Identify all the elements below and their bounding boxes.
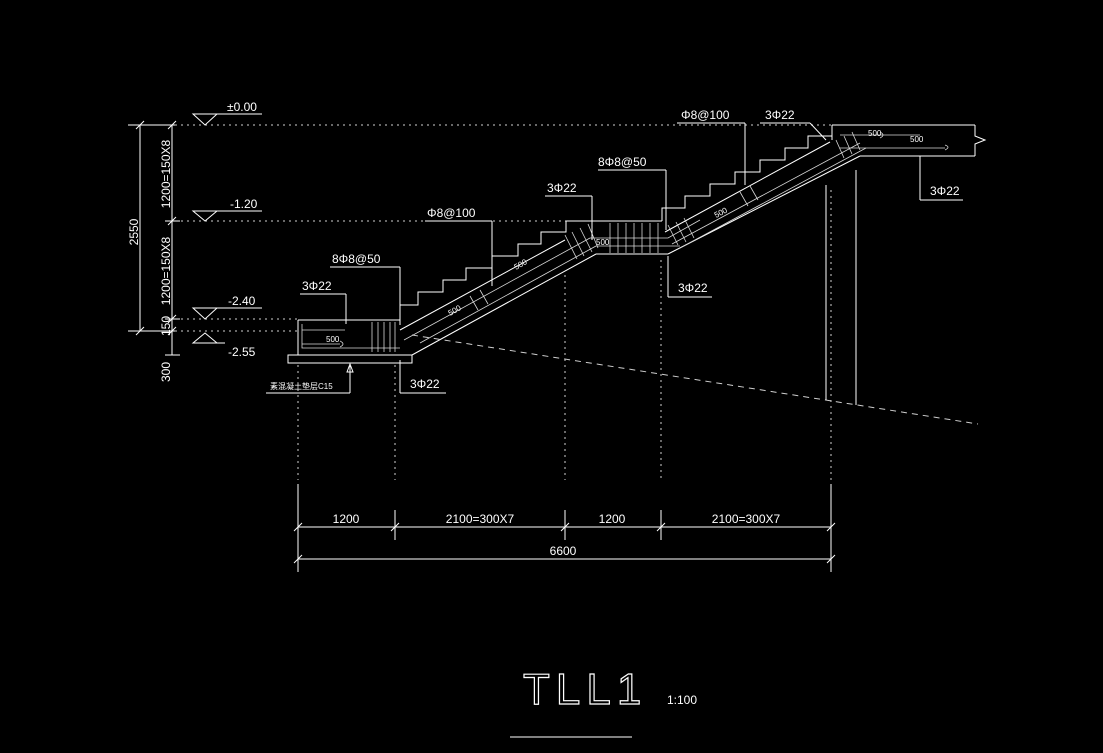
- callout-mid-stirrup-dense: 8Φ8@50: [598, 155, 647, 169]
- dim-lower-flight-run: 2100=300X7: [446, 512, 515, 526]
- elevation-0: ±0.00: [227, 100, 257, 114]
- drawing-title-block: TLL1 1:100: [510, 664, 697, 738]
- elevation-3: -2.55: [228, 345, 256, 359]
- foundation-note-text: 素混凝土垫层C15: [270, 381, 333, 391]
- foundation-note: 素混凝土垫层C15: [266, 362, 354, 394]
- vertical-dimensions: 2550 1200=150X8 1200=150X8 150 300: [127, 120, 180, 382]
- extension-lines: [297, 190, 832, 480]
- dim-mid-landing: 1200: [599, 512, 626, 526]
- dim-total-height: 2550: [127, 218, 141, 245]
- dim-foundation-depth: 300: [159, 362, 173, 382]
- callout-mid-bar: 3Φ22: [547, 181, 577, 195]
- support-lines: [825, 170, 857, 405]
- callout-top-right-stirrup: Φ8@100: [681, 108, 730, 122]
- stair-structure: [287, 124, 987, 364]
- foundation-pad: [287, 354, 413, 364]
- anchor-length-5: 500: [713, 205, 729, 219]
- anchor-length-6: 500: [868, 129, 882, 138]
- rebar-callouts: Φ8@100 3Φ22 3Φ22 8Φ8@50 3Φ22 Φ8@100 3Φ22…: [300, 108, 963, 394]
- ground-line: [411, 334, 979, 425]
- callout-mid-stirrup: Φ8@100: [427, 206, 476, 220]
- anchor-length-3: 500: [513, 257, 530, 272]
- callout-left-bar: 3Φ22: [302, 279, 332, 293]
- dim-lower-flight: 1200=150X8: [159, 236, 173, 305]
- callout-left-lower-bar: 3Φ22: [410, 377, 440, 391]
- anchor-length-1: 500: [326, 335, 340, 344]
- dim-total-length: 6600: [550, 544, 577, 558]
- dim-landing-drop: 150: [159, 316, 173, 336]
- drawing-scale: 1:100: [667, 693, 697, 707]
- callout-right-lower-bar: 3Φ22: [930, 184, 960, 198]
- dim-upper-flight: 1200=150X8: [159, 139, 173, 208]
- callout-left-stirrup-dense: 8Φ8@50: [332, 252, 381, 266]
- dim-upper-flight-run: 2100=300X7: [712, 512, 781, 526]
- anchor-length-2: 500: [447, 303, 464, 318]
- elevation-markers: ±0.00 -1.20 -2.40 -2.55: [191, 100, 262, 359]
- drawing-title: TLL1: [523, 665, 647, 714]
- elevation-1: -1.20: [230, 197, 258, 211]
- anchor-length-7: 500: [910, 135, 924, 144]
- horizontal-dimensions: 1200 2100=300X7 1200 2100=300X7 6600: [293, 484, 836, 572]
- anchor-length-4: 500: [596, 238, 610, 247]
- dim-lower-landing: 1200: [333, 512, 360, 526]
- elevation-2: -2.40: [228, 294, 256, 308]
- callout-mid-lower-bar: 3Φ22: [678, 281, 708, 295]
- callout-top-right-bar: 3Φ22: [765, 108, 795, 122]
